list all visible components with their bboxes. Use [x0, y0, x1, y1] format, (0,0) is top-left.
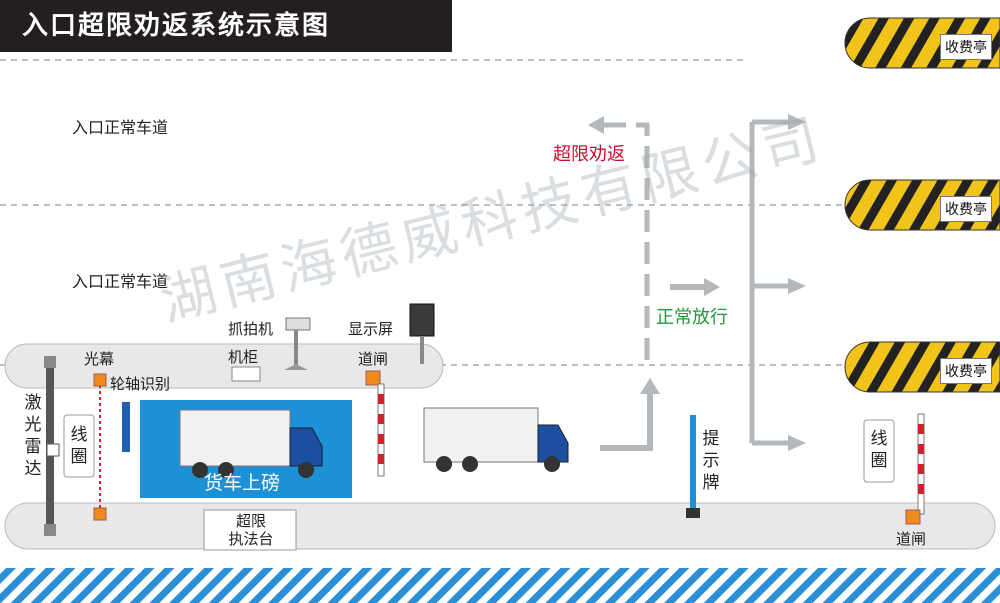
laser-radar-label: 激光雷达: [24, 393, 42, 479]
loop-right-label: 线圈: [870, 429, 888, 471]
lane-label-top: 入口正常车道: [72, 118, 169, 137]
loop-left-box: [63, 414, 95, 478]
branch-head: [788, 278, 806, 294]
weighing-label: 货车上磅: [204, 472, 281, 494]
toll-booth-label-1: 收费亭: [940, 34, 992, 60]
laser-radar-top: [44, 356, 56, 368]
flow-arrow-up: [600, 392, 653, 451]
return-label: 超限劝返: [553, 144, 625, 165]
branch-head: [788, 114, 806, 130]
pass-arrow-head: [704, 278, 720, 296]
lower-island: [4, 502, 996, 550]
enforcement-label: 超限 执法台: [228, 512, 274, 548]
sign-base: [686, 508, 700, 518]
laser-radar-bottom: [44, 524, 56, 536]
barrier-right-base: [905, 509, 921, 525]
light-curtain-unit: [93, 373, 107, 387]
camera-label: 抓拍机: [228, 320, 274, 338]
lane-label-middle: 入口正常车道: [72, 272, 169, 291]
toll-booth-label-2: 收费亭: [940, 196, 992, 222]
display-screen: [409, 303, 435, 364]
truck-moving: [423, 407, 569, 472]
enforcement-box: [203, 509, 297, 551]
barrier-left-arm: [377, 383, 385, 477]
cabinet: [231, 366, 261, 382]
upper-island: [4, 343, 444, 389]
loop-right-box: [863, 419, 895, 483]
branch-head: [788, 435, 806, 451]
sign-label: 提示牌: [702, 429, 720, 493]
cabinet-label: 机柜: [228, 348, 259, 366]
camera: [284, 317, 311, 370]
loop-left-label: 线圈: [70, 425, 88, 467]
diagram-title: 入口超限劝返系统示意图: [0, 0, 452, 52]
light-curtain-label: 光幕: [84, 350, 115, 368]
return-arrow-head: [588, 116, 604, 134]
curb-stripes: [0, 568, 1000, 603]
pass-label: 正常放行: [656, 307, 728, 328]
truck-on-scale: [179, 409, 323, 478]
barrier-left-base: [365, 370, 381, 386]
return-path: [600, 122, 650, 360]
barrier-right-label: 道闸: [896, 530, 927, 548]
sign-post: [690, 415, 696, 510]
laser-radar-sensor: [46, 443, 60, 457]
axle-sensor-strip: [122, 402, 130, 452]
flow-arrow-head: [640, 378, 660, 394]
light-curtain-unit: [93, 507, 107, 521]
display-label: 显示屏: [348, 320, 394, 338]
barrier-right-arm: [917, 413, 925, 515]
barrier-left-label: 道闸: [358, 350, 389, 368]
wheel-axle-label: 轮轴识别: [110, 375, 171, 393]
toll-booth-label-3: 收费亭: [940, 358, 992, 384]
